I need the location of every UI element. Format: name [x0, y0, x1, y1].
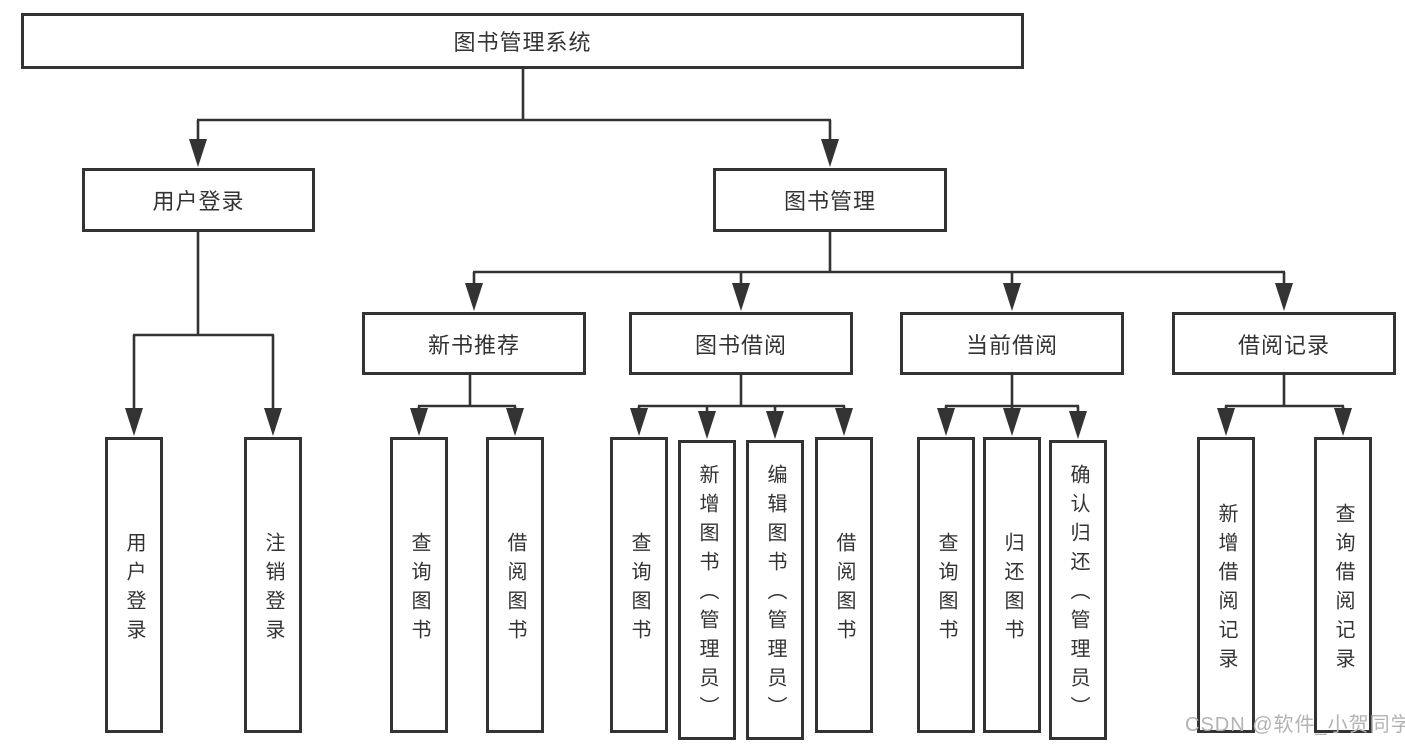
node-confirm-return-admin: 确认归还（管理员）	[1049, 440, 1107, 740]
arrowheads	[125, 139, 1352, 439]
node-book-borrowing: 图书借阅	[629, 312, 853, 375]
node-query-books-current: 查询图书	[917, 437, 975, 733]
node-edit-books-admin: 编辑图书（管理员）	[746, 440, 804, 740]
node-user-login: 用户登录	[82, 168, 315, 232]
node-book-management: 图书管理	[713, 168, 947, 232]
node-return-books: 归还图书	[983, 437, 1041, 733]
node-new-book-recommendation: 新书推荐	[362, 312, 586, 375]
node-add-borrow-record: 新增借阅记录	[1197, 437, 1255, 733]
node-library-management-system: 图书管理系统	[21, 13, 1024, 69]
node-borrow-books: 借阅图书	[815, 437, 873, 733]
node-user-login-action: 用户登录	[105, 437, 163, 733]
node-borrow-books-recommend: 借阅图书	[486, 437, 544, 733]
node-current-borrowing: 当前借阅	[900, 312, 1124, 375]
node-query-books-recommend: 查询图书	[390, 437, 448, 733]
node-query-books-borrow: 查询图书	[610, 437, 668, 733]
node-logout-action: 注销登录	[244, 437, 302, 733]
node-query-borrow-record: 查询借阅记录	[1314, 437, 1372, 733]
node-add-books-admin: 新增图书（管理员）	[678, 440, 736, 740]
node-borrowing-records: 借阅记录	[1172, 312, 1396, 375]
